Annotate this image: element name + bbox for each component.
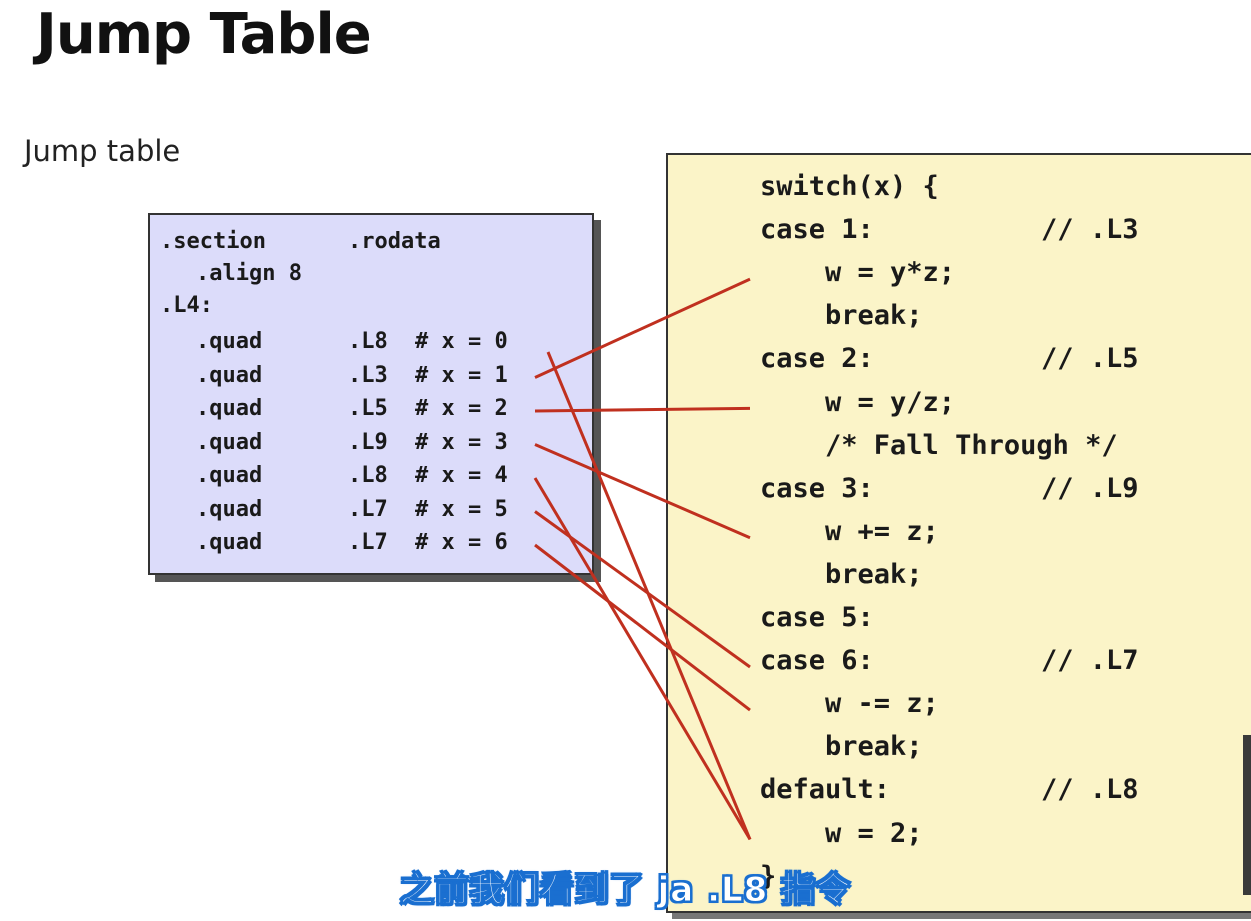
jump-table-label: Jump table [24,134,181,168]
jump-target: .L5 [348,396,388,421]
align-directive: .align 8 [196,261,302,286]
quad-directive: .quad [196,329,263,354]
index-comment: # x = 1 [415,362,508,388]
jump-target: .L7 [348,496,388,522]
quad-directive: .quad [196,429,263,455]
label-comment: // .L8 [1041,774,1139,806]
jump-target: .L7 [348,530,388,555]
jump-target: .L8 [348,329,388,354]
label-comment: // .L7 [1041,645,1139,677]
quad-directive: .quad [196,396,263,421]
video-edge [1243,735,1251,895]
code-line: case 6: [760,645,874,677]
jump-target: .L8 [348,463,388,488]
label-comment: // .L3 [1041,214,1139,246]
code-line: break; [760,731,923,763]
label-comment: // .L9 [1041,472,1139,504]
code-line: w -= z; [760,688,939,720]
index-comment: # x = 0 [415,329,508,354]
code-line: case 1: [760,214,874,246]
code-line: w = y/z; [760,386,956,418]
quad-directive: .quad [196,362,263,388]
code-line: w += z; [760,515,939,547]
index-comment: # x = 6 [415,530,508,555]
code-line: w = y*z; [760,257,956,289]
jump-table-box: .section .rodata .align 8 .L4: .quad .L8 #… [148,213,594,575]
code-line: } [760,860,777,892]
label-comment: // .L5 [1041,343,1139,375]
code-line: case 5: [760,602,874,633]
index-comment: # x = 5 [415,496,508,522]
code-line: case 2: [760,343,874,375]
jump-target: .L9 [348,429,388,455]
code-line: w = 2; [760,817,923,849]
quad-directive: .quad [196,530,263,555]
index-comment: # x = 3 [415,429,508,455]
index-comment: # x = 2 [415,396,508,421]
table-label: .L4: [160,293,213,318]
code-line: switch(x) { [760,171,939,202]
index-comment: # x = 4 [415,463,508,488]
code-line: break; [760,300,923,332]
rodata-directive: .rodata [348,229,441,254]
video-subtitle: 之前我们看到了 ja .L8 指令 [399,870,852,911]
code-line: break; [760,558,923,590]
code-line: default: [760,774,891,806]
code-line: /* Fall Through */ [760,429,1118,461]
quad-directive: .quad [196,463,263,488]
slide-title: Jump Table [36,2,372,67]
quad-directive: .quad [196,496,263,522]
switch-code-box: switch(x) { case 1: // .L3 w = y*z; break;… [666,153,1251,913]
section-directive: .section [160,229,266,254]
jump-target: .L3 [348,362,388,388]
code-line: case 3: [760,472,874,504]
